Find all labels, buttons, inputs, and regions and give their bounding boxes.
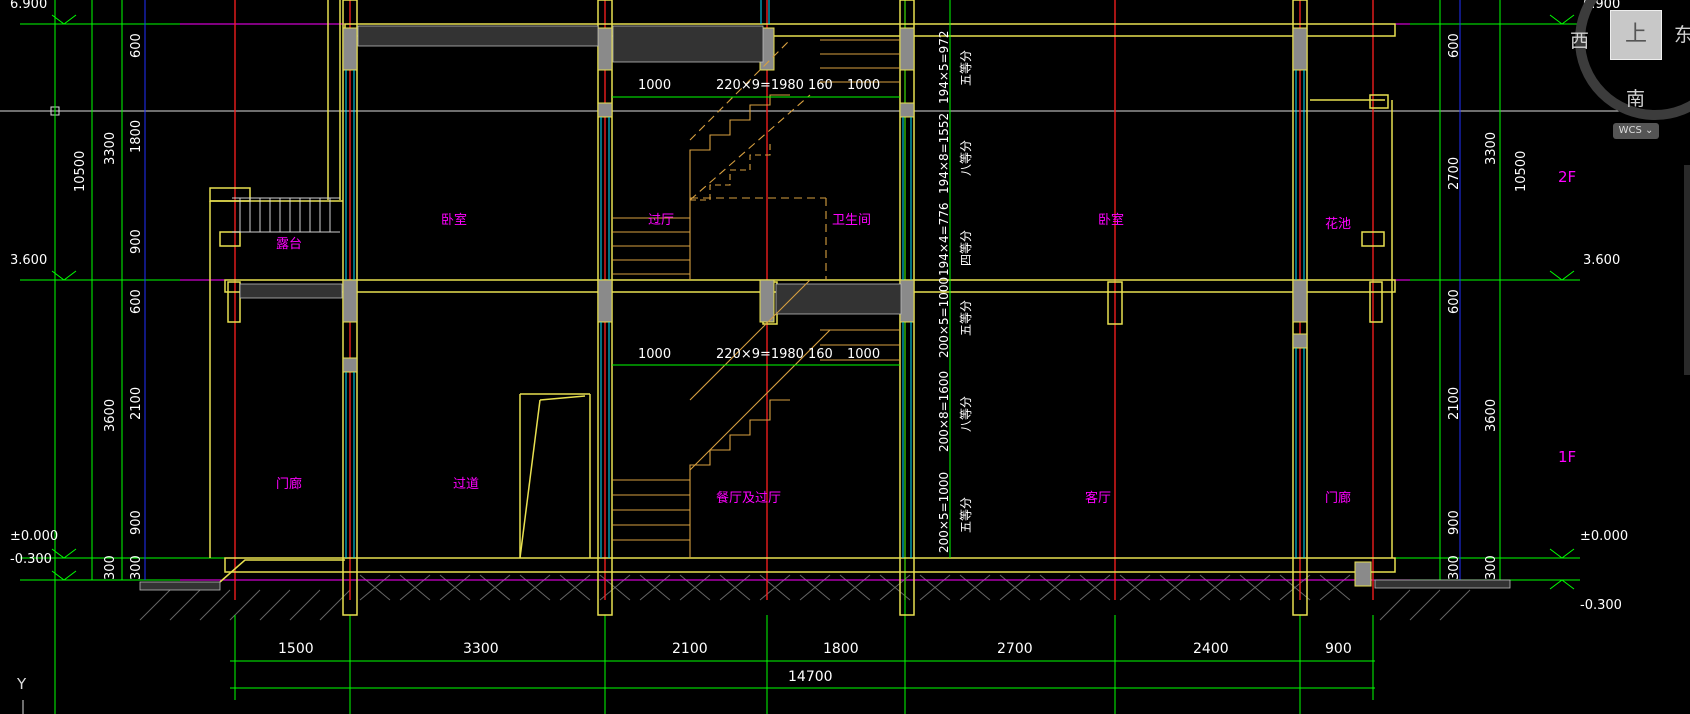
viewcube-top-face[interactable]: 上 bbox=[1610, 10, 1662, 60]
stair-dim-upper-3: 160 bbox=[808, 78, 833, 93]
dim-left-total: 10500 bbox=[73, 151, 88, 192]
dim-left-part-8: 300 bbox=[129, 555, 144, 580]
dim-left-floor-1: 3600 bbox=[103, 399, 118, 432]
wcs-label: WCS bbox=[1618, 125, 1642, 136]
dim-right-part-5: 900 bbox=[1447, 510, 1462, 535]
elevation-left-3: ±0.000 bbox=[10, 529, 58, 544]
columns bbox=[342, 27, 1372, 587]
wcs-dropdown[interactable]: WCS ⌄ bbox=[1613, 123, 1659, 139]
room-label-1f-dining: 餐厅及过厅 bbox=[716, 490, 781, 506]
blue-guides bbox=[144, 0, 1461, 580]
room-label-1f-corridor: 过道 bbox=[453, 477, 479, 492]
dim-right-part-2: 2700 bbox=[1447, 157, 1462, 190]
riser-lower-note-2: 八等分 bbox=[959, 396, 973, 432]
compass-east[interactable]: 东 bbox=[1674, 24, 1690, 46]
room-label-2f-planter: 花池 bbox=[1325, 216, 1351, 232]
elevation-right-2: 3.600 bbox=[1583, 253, 1620, 268]
stair-dim-lower-4: 1000 bbox=[847, 347, 880, 362]
elevation-left-1: 6.900 bbox=[10, 0, 47, 12]
dim-right-part-7: 300 bbox=[1484, 555, 1499, 580]
riser-upper-note-2: 八等分 bbox=[959, 140, 973, 176]
dim-left-part-7: 300 bbox=[103, 555, 118, 580]
riser-lower-1: 200×5=1000 bbox=[937, 277, 951, 358]
dim-left-part-1: 600 bbox=[129, 33, 144, 58]
riser-lower-note-1: 五等分 bbox=[959, 300, 973, 336]
dim-h-3: 2100 bbox=[672, 641, 708, 657]
ground-hatch bbox=[139, 574, 1471, 621]
riser-lower-note-3: 五等分 bbox=[959, 497, 973, 533]
riser-upper-1: 194×5=972 bbox=[937, 30, 951, 104]
stair-dim-lower-3: 160 bbox=[808, 347, 833, 362]
compass-south[interactable]: 南 bbox=[1626, 88, 1646, 110]
stair-dim-upper-4: 1000 bbox=[847, 78, 880, 93]
room-label-2f-bedroom-west: 卧室 bbox=[441, 212, 467, 228]
dim-h-6: 2400 bbox=[1193, 641, 1229, 657]
dim-h-7: 900 bbox=[1325, 641, 1352, 657]
riser-upper-note-3: 四等分 bbox=[959, 230, 973, 266]
dim-right-floor-2: 3300 bbox=[1484, 132, 1499, 165]
room-label-2f-bedroom-east: 卧室 bbox=[1098, 212, 1124, 228]
dim-right-part-6: 300 bbox=[1447, 555, 1462, 580]
room-label-2f-bathroom: 卫生间 bbox=[832, 213, 871, 228]
dim-right-total: 10500 bbox=[1514, 151, 1529, 192]
dim-h-total: 14700 bbox=[788, 669, 833, 685]
floor-label-1f: 1F bbox=[1558, 448, 1576, 466]
right-edge-scrollbar[interactable] bbox=[1684, 165, 1690, 375]
dim-h-1: 1500 bbox=[278, 641, 314, 657]
chevron-down-icon: ⌄ bbox=[1645, 125, 1654, 136]
dim-left-part-3: 900 bbox=[129, 229, 144, 254]
riser-upper-3: 194×4=776 bbox=[937, 202, 951, 276]
viewcube-ring[interactable] bbox=[1575, 0, 1690, 120]
elevation-left-4: -0.300 bbox=[10, 552, 52, 567]
dim-left-part-2: 1800 bbox=[129, 120, 144, 153]
stair-dim-lines bbox=[612, 0, 951, 558]
riser-upper-note-1: 五等分 bbox=[959, 50, 973, 86]
dim-right-part-4: 2100 bbox=[1447, 387, 1462, 420]
dim-h-5: 2700 bbox=[997, 641, 1033, 657]
elevation-right-4: -0.300 bbox=[1580, 598, 1622, 613]
room-label-1f-porch-east: 门廊 bbox=[1325, 490, 1351, 506]
dim-h-4: 1800 bbox=[823, 641, 859, 657]
stairs bbox=[612, 39, 900, 558]
stair-dim-upper-2: 220×9=1980 bbox=[716, 78, 804, 93]
vertical-dim-lines bbox=[54, 0, 1501, 714]
slab-hatch bbox=[139, 25, 1511, 591]
dim-right-floor-1: 3600 bbox=[1484, 399, 1499, 432]
riser-upper-2: 194×8=1552 bbox=[937, 113, 951, 194]
dim-ticks bbox=[234, 0, 1374, 714]
room-label-1f-living: 客厅 bbox=[1085, 490, 1111, 506]
room-label-2f-terrace: 露台 bbox=[276, 237, 302, 252]
stair-dim-lower-1: 1000 bbox=[638, 347, 671, 362]
dim-h-2: 3300 bbox=[463, 641, 499, 657]
riser-lower-2: 200×8=1600 bbox=[937, 371, 951, 452]
elevation-markers bbox=[51, 14, 1575, 590]
compass-west[interactable]: 西 bbox=[1570, 30, 1590, 52]
ucs-y-label: Y bbox=[16, 675, 27, 693]
riser-lower-3: 200×5=1000 bbox=[937, 472, 951, 553]
dim-right-part-1: 600 bbox=[1447, 33, 1462, 58]
floor-label-2f: 2F bbox=[1558, 168, 1576, 186]
stair-dim-upper-1: 1000 bbox=[638, 78, 671, 93]
dim-right-part-3: 600 bbox=[1447, 289, 1462, 314]
window-frames bbox=[345, 0, 1305, 558]
room-label-2f-hall: 过厅 bbox=[648, 213, 674, 228]
elevation-left-2: 3.600 bbox=[10, 253, 47, 268]
stair-dim-lower-2: 220×9=1980 bbox=[716, 347, 804, 362]
dim-left-part-6: 900 bbox=[129, 510, 144, 535]
dim-left-part-4: 600 bbox=[129, 289, 144, 314]
dim-left-part-5: 2100 bbox=[129, 387, 144, 420]
room-label-1f-porch-west: 门廊 bbox=[276, 476, 302, 492]
dim-left-floor-2: 3300 bbox=[103, 132, 118, 165]
balcony-railing bbox=[232, 197, 340, 233]
elevation-right-3: ±0.000 bbox=[1580, 529, 1628, 544]
